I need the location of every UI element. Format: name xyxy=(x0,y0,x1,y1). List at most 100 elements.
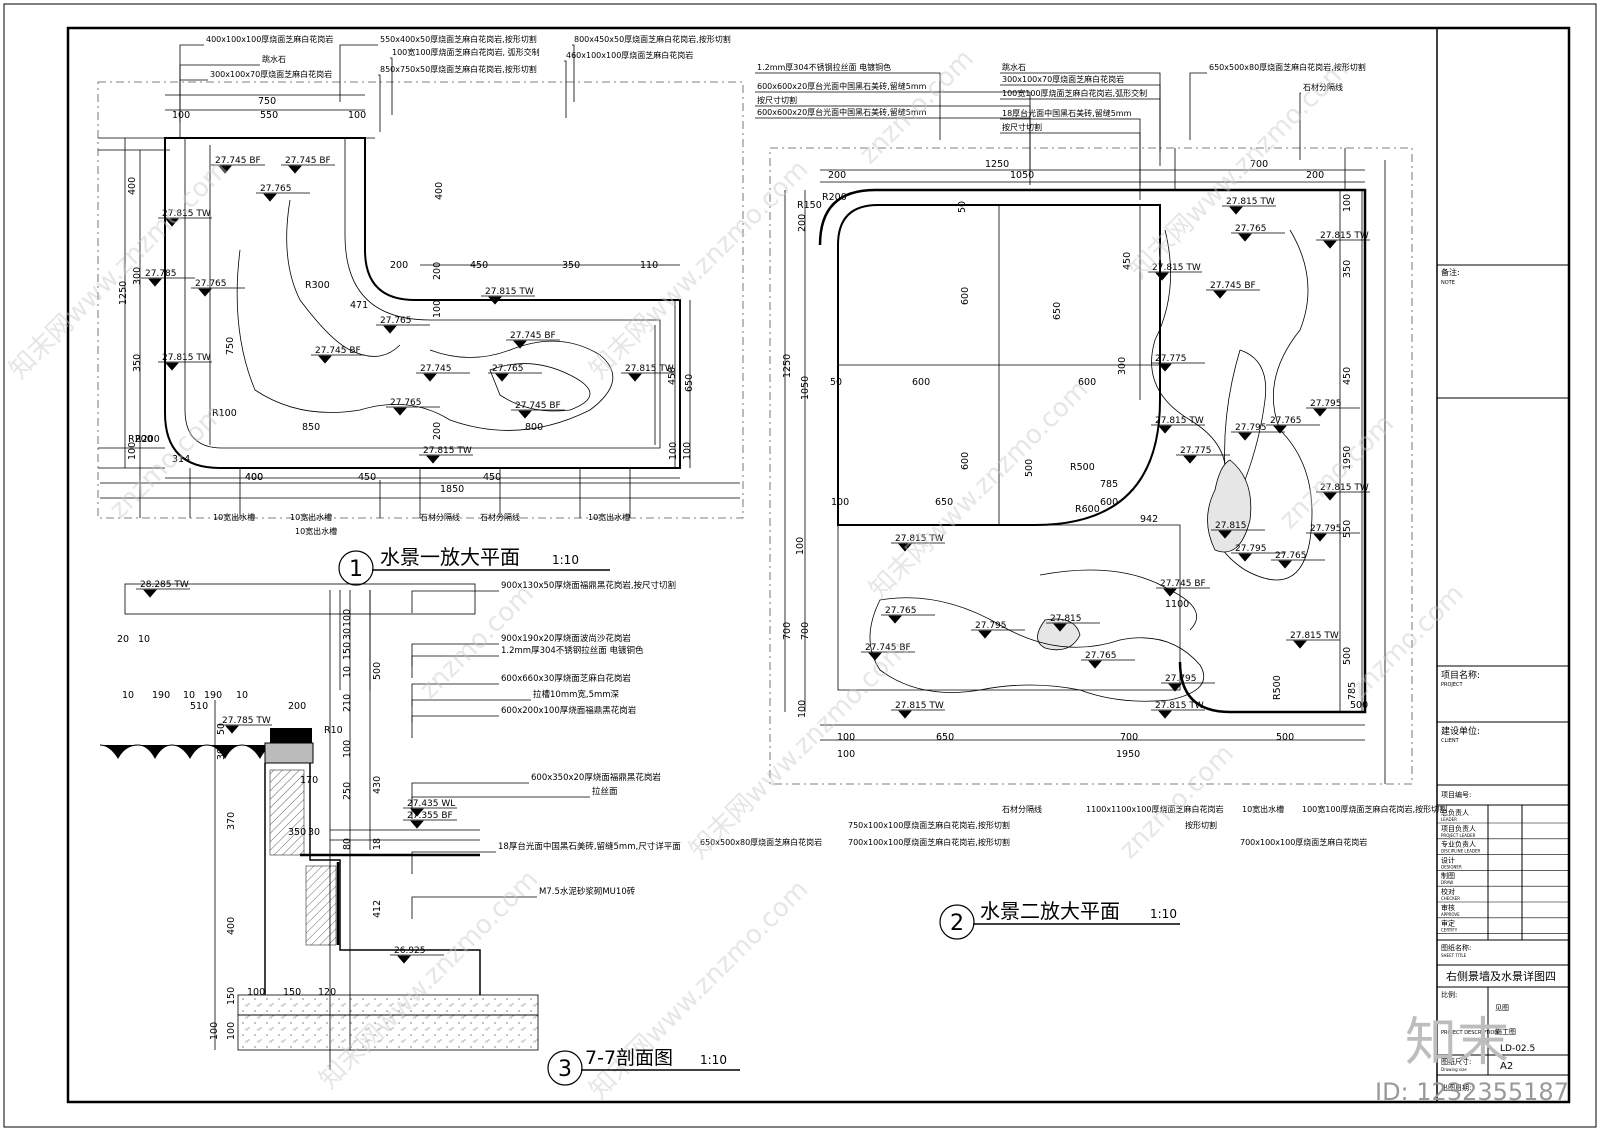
elevation-marker: 27.355 BF xyxy=(403,811,457,829)
plan1-dimension: 450 xyxy=(667,367,678,385)
leader-line xyxy=(411,590,499,613)
plan1-callout: 460x100x100厚烧面芝麻白花岗岩 xyxy=(566,50,693,60)
elevation-triangle-icon xyxy=(891,709,945,719)
section-dimension: 510 xyxy=(190,701,208,712)
elevation-marker: 27.765 xyxy=(256,184,310,202)
drawing-frame xyxy=(66,26,1571,1104)
section-callout: 900x130x50厚烧面福鼎黑花岗岩,按尺寸切割 xyxy=(501,580,676,591)
leader-line xyxy=(378,74,381,132)
plan1-dimension: 550 xyxy=(260,110,278,121)
section-title-group: 3 7-7剖面图 1:10 xyxy=(547,1047,740,1086)
plan2-dimension: 100 xyxy=(1342,194,1353,212)
plan1-callout: 550x400x50厚烧面芝麻白花岗岩,按形切割 xyxy=(380,34,537,44)
plan-2-title-group: 2 水景二放大平面 1:10 xyxy=(939,899,1180,940)
elevation-marker: 27.795 xyxy=(1306,399,1360,417)
title-block-row-label: 审定 xyxy=(1441,919,1455,928)
elevation-triangle-icon xyxy=(1222,205,1276,215)
plan1-dimension: 1250 xyxy=(118,281,129,305)
elevation-triangle-icon xyxy=(416,372,470,382)
title-block-row-en: CHECKER xyxy=(1441,896,1460,901)
title-block-row-en: APPROVE xyxy=(1441,912,1460,917)
plan2-callout: 1.2mm厚304不锈钢拉丝面 电镀铜色 xyxy=(757,62,891,72)
elevation-marker: 27.745 BF xyxy=(281,156,335,174)
elevation-triangle-icon xyxy=(1231,431,1285,441)
project-no-label: 项目编号: xyxy=(1441,790,1471,799)
plan2-dimension: 450 xyxy=(1342,367,1353,385)
elevation-triangle-icon xyxy=(1306,532,1360,542)
elevation-triangle-icon xyxy=(481,295,535,305)
elevation-triangle-icon xyxy=(191,287,245,297)
title-block-row-en: DISCIPLINE LEADER xyxy=(1441,849,1480,854)
plan2-dimension: 100 xyxy=(795,537,806,555)
elevation-marker: 27.795 xyxy=(1231,423,1285,441)
elevation-value: 27.795 xyxy=(1165,674,1197,684)
plan1-callout: 800x450x50厚烧面芝麻白花岗岩,按形切割 xyxy=(574,34,731,44)
plan2-dimension: 100 xyxy=(797,700,808,718)
section-dimension: 100 xyxy=(342,740,353,758)
plan-1-scale: 1:10 xyxy=(552,553,579,567)
plan2-dimension: 650 xyxy=(935,497,953,508)
elevation-value: 27.765 xyxy=(1235,224,1267,234)
section-dimension: 30 xyxy=(308,827,320,838)
plan1-callout: 850x750x50厚烧面芝麻白花岗岩,按形切割 xyxy=(380,64,537,74)
elevation-triangle-icon xyxy=(1148,271,1202,281)
section-dimension: 100 xyxy=(226,1022,237,1040)
watermark-logo: 知末 xyxy=(1405,1013,1509,1073)
plan2-dimension: 50 xyxy=(830,377,842,388)
plan1-callout-bottom: 10宽出水槽 xyxy=(290,512,332,522)
sheet-title: 右侧景墙及水景详图四 xyxy=(1446,969,1556,983)
elevation-value: 27.815 TW xyxy=(1155,416,1204,426)
elevation-value: 27.815 TW xyxy=(1155,701,1204,711)
elevation-triangle-icon xyxy=(891,542,945,552)
elevation-value: 27.815 TW xyxy=(1320,483,1369,493)
elevation-marker: 27.815 TW xyxy=(1151,701,1205,719)
section-dimension: 150 xyxy=(226,987,237,1005)
plan1-dimension: 850 xyxy=(302,422,320,433)
leader-line xyxy=(564,60,567,118)
section-dimension: 10 xyxy=(236,690,248,701)
leader-line xyxy=(755,117,1031,185)
elevation-marker: 27.775 xyxy=(1151,354,1205,372)
leader-line xyxy=(572,44,575,102)
plan1-dimension: 650 xyxy=(684,374,695,392)
elevation-triangle-icon xyxy=(386,406,440,416)
plan2-callout-bottom: 650x500x80厚烧面芝麻白花岗岩 xyxy=(700,837,822,847)
elevation-value: 27.765 xyxy=(885,606,917,616)
title-block-row-label: 专业负责人 xyxy=(1441,840,1476,849)
section-dimension: 10 xyxy=(122,690,134,701)
plan1-dimension: 100 xyxy=(682,442,693,460)
elevation-triangle-icon xyxy=(506,339,560,349)
size-value: A2 xyxy=(1500,1061,1513,1072)
elevation-marker: 28.285 TW xyxy=(136,580,190,598)
scale-value: 见图 xyxy=(1495,1004,1509,1012)
plan1-callout: 400x100x100厚烧面芝麻白花岗岩 xyxy=(206,34,333,44)
date-label: 出图日期: xyxy=(1441,1083,1471,1092)
plan2-dimension: 100 xyxy=(837,732,855,743)
desc-label: PROJECT DESCRIPTION xyxy=(1441,1030,1498,1036)
plan1-dimension: R100 xyxy=(212,408,237,419)
elevation-triangle-icon xyxy=(1156,587,1210,597)
elevation-triangle-icon xyxy=(621,372,675,382)
section-dimension: 250 xyxy=(342,782,353,800)
section-dimension: 80 xyxy=(342,838,353,850)
plan2-dimension: 600 xyxy=(1100,497,1118,508)
plan2-dimension: 100 xyxy=(837,749,855,760)
elevation-marker: 27.745 BF xyxy=(861,643,915,661)
elevation-triangle-icon xyxy=(1266,424,1320,434)
section-dimension: 190 xyxy=(152,690,170,701)
plan2-dimension: 785 xyxy=(1347,682,1358,700)
elevation-triangle-icon xyxy=(511,409,565,419)
title-block-row-en: DESIGNER xyxy=(1441,864,1462,869)
plan2-callout-bottom: 按形切割 xyxy=(1185,820,1217,830)
plan1-dimension: 450 xyxy=(483,472,501,483)
title-block-row-label: 设计 xyxy=(1441,855,1455,864)
section-callout: 600x350x20厚烧面福鼎黑花岗岩 xyxy=(531,772,661,783)
elevation-value: 27.765 xyxy=(1275,551,1307,561)
plan-2-scale: 1:10 xyxy=(1150,907,1177,921)
elevation-value: 27.765 xyxy=(195,279,227,289)
note-label: 备注: xyxy=(1441,267,1460,277)
elevation-marker: 27.815 TW xyxy=(419,446,473,464)
plan2-dimension: 350 xyxy=(1342,260,1353,278)
plan1-callout-bottom: 石材分隔线 xyxy=(480,512,520,522)
elevation-marker: 27.765 xyxy=(1081,651,1135,669)
